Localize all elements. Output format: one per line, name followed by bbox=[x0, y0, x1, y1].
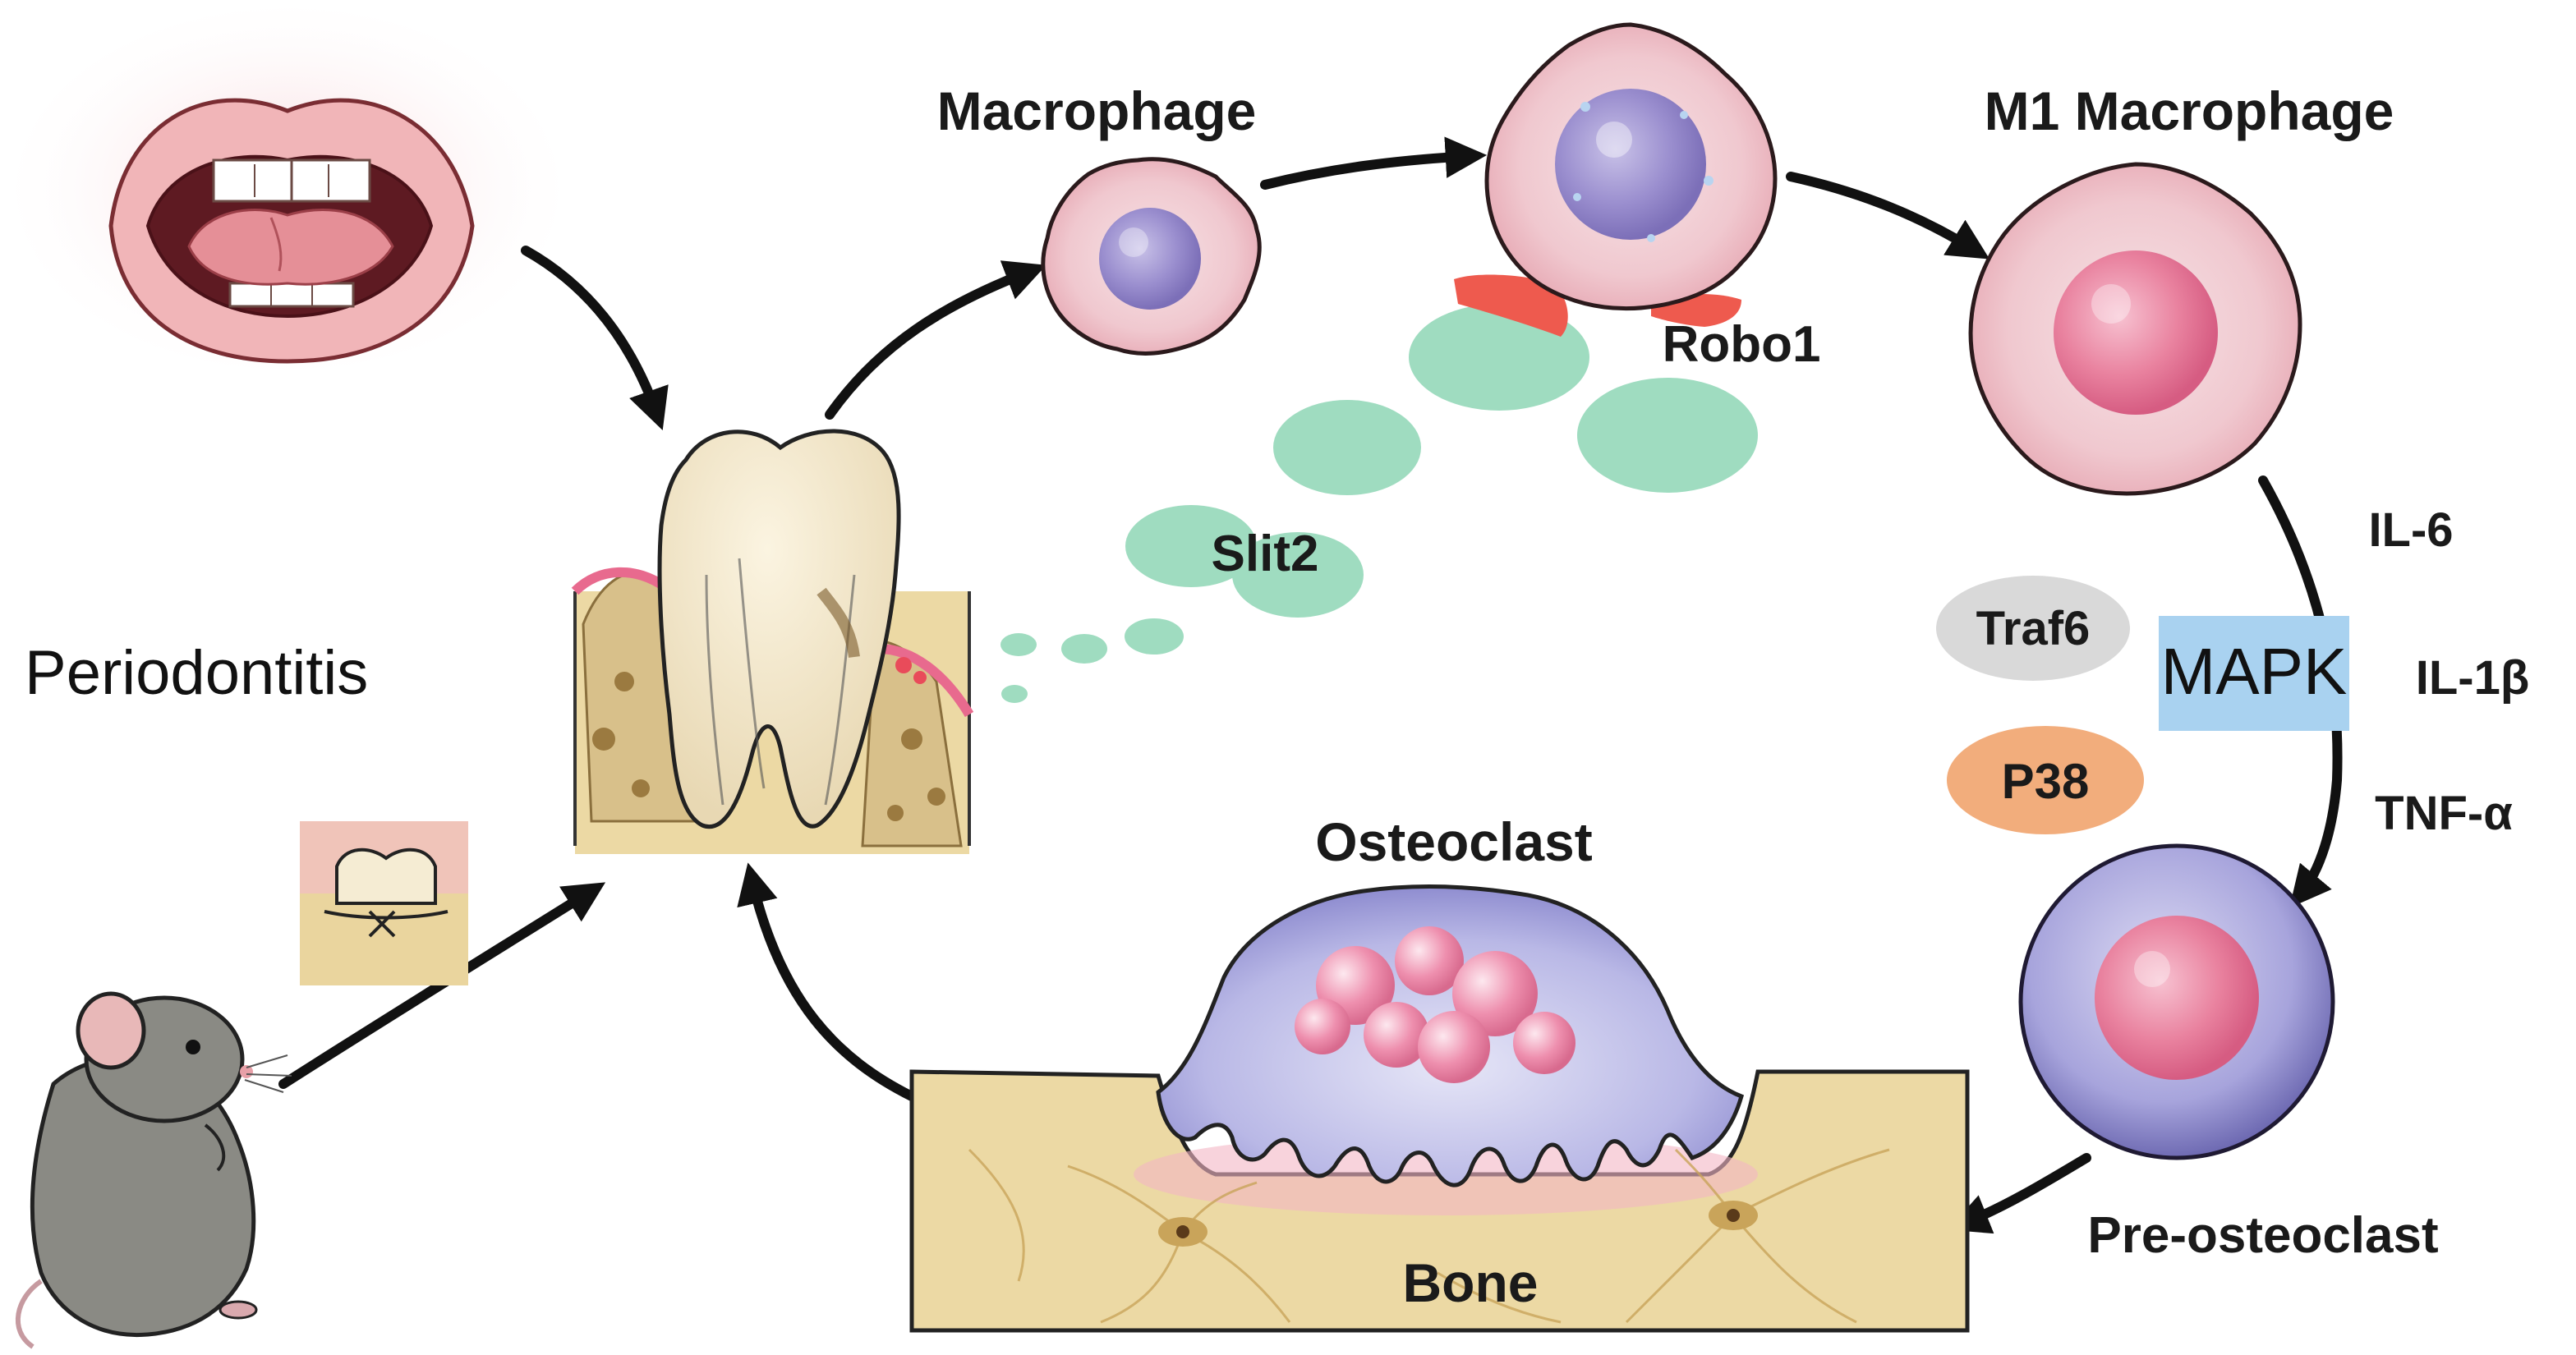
flow-arrows bbox=[278, 136, 2343, 1234]
il1b-label: IL-1β bbox=[2416, 651, 2530, 705]
macrophage-label: Macrophage bbox=[937, 80, 1257, 141]
arrow-mouth-to-tooth bbox=[521, 246, 669, 431]
tnfa-label: TNF-α bbox=[2375, 787, 2513, 840]
macrophage-cell-icon bbox=[1041, 157, 1262, 356]
arrow-bone-to-tooth bbox=[737, 862, 917, 1101]
arrow-activated-to-m1 bbox=[1786, 172, 1990, 260]
mapk-badge: MAPK bbox=[2159, 616, 2349, 731]
m1-macrophage-cell-icon bbox=[1968, 162, 2302, 496]
p38-label: P38 bbox=[2002, 754, 2090, 809]
osteoclast-cell-icon bbox=[1156, 884, 1745, 1187]
pre-osteoclast-cell-icon bbox=[2018, 843, 2335, 1160]
osteoclast-label: Osteoclast bbox=[1315, 811, 1592, 872]
arrow-mouse-to-tooth bbox=[278, 882, 606, 1089]
traf6-label: Traf6 bbox=[1976, 602, 2091, 655]
pre-osteoclast-label: Pre-osteoclast bbox=[2087, 1207, 2438, 1264]
slit2-label: Slit2 bbox=[1212, 526, 1319, 582]
open-mouth-icon bbox=[16, 8, 559, 370]
ligature-tooth-icon bbox=[300, 821, 468, 985]
arrow-m1-to-preosteoclast bbox=[2258, 475, 2343, 908]
robo1-label: Robo1 bbox=[1663, 316, 1821, 373]
m1-macrophage-label: M1 Macrophage bbox=[1985, 80, 2394, 141]
p38-badge: P38 bbox=[1947, 726, 2144, 834]
traf6-badge: Traf6 bbox=[1936, 576, 2130, 681]
arrow-preosteoclast-to-bone bbox=[1948, 1153, 2091, 1234]
tooth-icon bbox=[571, 429, 974, 854]
mouse-icon bbox=[16, 991, 292, 1349]
arrow-tooth-to-macrophage bbox=[825, 260, 1046, 420]
periodontitis-label: Periodontitis bbox=[25, 638, 368, 708]
activated-macrophage-cell-icon bbox=[1484, 22, 1778, 311]
slit2-secretions bbox=[945, 304, 1758, 703]
bone-label: Bone bbox=[1403, 1252, 1539, 1313]
arrow-macrophage-to-activated bbox=[1260, 136, 1488, 190]
mapk-label: MAPK bbox=[2161, 635, 2348, 708]
il6-label: IL-6 bbox=[2368, 503, 2453, 557]
